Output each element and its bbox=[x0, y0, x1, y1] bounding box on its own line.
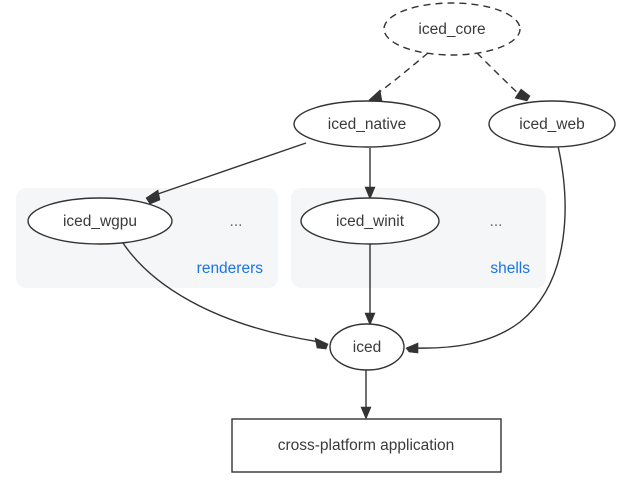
node-application-label: cross-platform application bbox=[278, 437, 455, 454]
node-iced-label: iced bbox=[353, 339, 381, 356]
node-iced_web[interactable] bbox=[488, 100, 616, 148]
node-iced[interactable] bbox=[329, 323, 405, 371]
edge-iced_wgpu-to-iced bbox=[122, 242, 321, 343]
arrowhead-iced_wgpu-iced bbox=[314, 337, 329, 350]
edge-iced_core-to-iced_native bbox=[373, 52, 429, 97]
arrowhead-iced-application bbox=[360, 406, 372, 420]
node-iced_winit-label: iced_winit bbox=[336, 213, 405, 230]
node-iced_web-label: iced_web bbox=[519, 116, 585, 133]
node-iced_core-label: iced_core bbox=[418, 21, 485, 38]
arrowhead-iced_core-iced_web bbox=[514, 88, 531, 102]
cluster-renderers-label: renderers bbox=[197, 260, 264, 277]
node-iced_core[interactable] bbox=[383, 2, 521, 56]
arrowhead-iced_web-iced bbox=[405, 342, 419, 354]
arrowhead-iced_native-iced_winit bbox=[364, 186, 376, 200]
edge-iced_web-to-iced bbox=[413, 145, 566, 349]
node-iced_wgpu[interactable] bbox=[27, 197, 173, 245]
edge-iced_core-to-iced_web bbox=[476, 52, 523, 98]
node-application[interactable] bbox=[231, 418, 502, 473]
cluster-shells-label: shells bbox=[490, 260, 530, 277]
arrowhead-iced_winit-iced bbox=[364, 312, 376, 326]
edge-iced_native-to-iced_wgpu bbox=[151, 142, 307, 197]
arrowhead-iced_native-iced_wgpu bbox=[145, 189, 161, 205]
node-iced_wgpu-label: iced_wgpu bbox=[63, 213, 137, 230]
node-iced_native-label: iced_native bbox=[328, 116, 406, 133]
node-iced_native[interactable] bbox=[293, 100, 441, 148]
renderers-more-label: ... bbox=[230, 213, 243, 230]
shells-more-label: ... bbox=[490, 213, 503, 230]
node-iced_winit[interactable] bbox=[300, 197, 440, 245]
